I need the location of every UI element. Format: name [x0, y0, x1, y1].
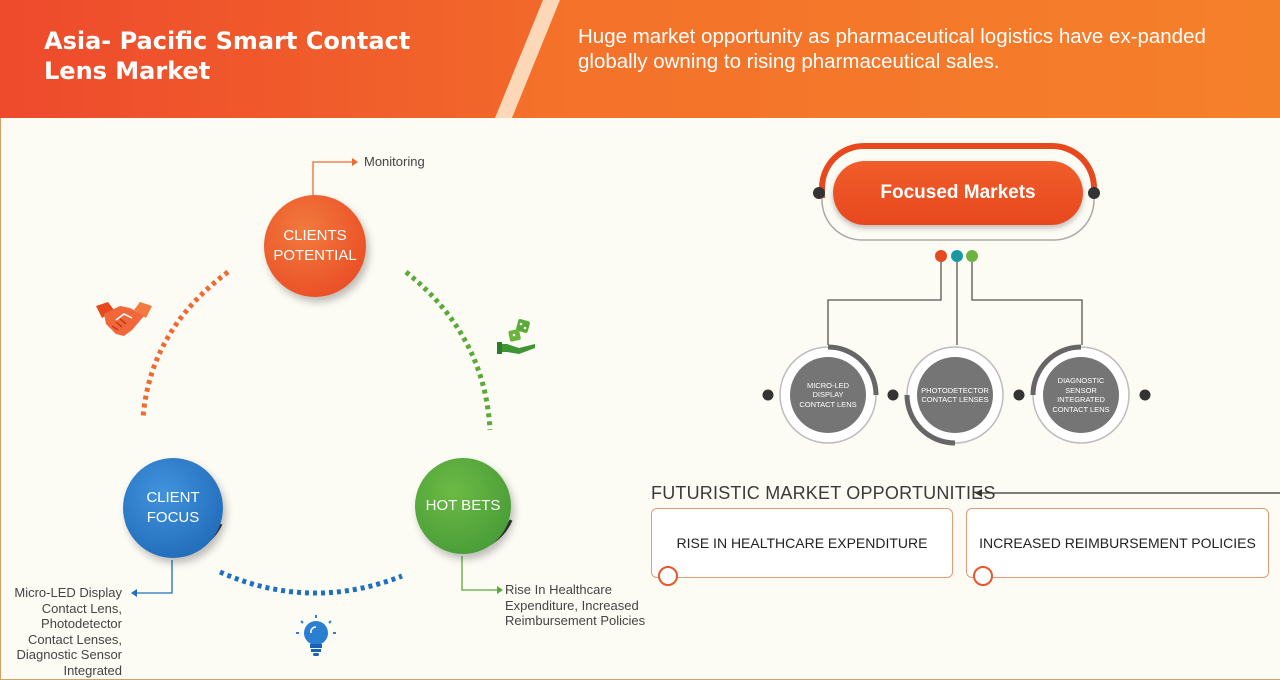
client-focus-note: Micro-LED Display Contact Lens, Photodet…: [14, 585, 122, 678]
banner-diagonal-stripe: [495, 0, 1280, 118]
segment-photodetector: PHOTODETECTOR CONTACT LENSES: [917, 357, 993, 433]
handshake-icon: [96, 302, 152, 336]
client-focus-circle: CLIENT FOCUS: [123, 458, 223, 558]
opportunity-label: RISE IN HEALTHCARE EXPENDITURE: [676, 535, 928, 551]
clients-potential-circle: CLIENTS POTENTIAL: [264, 195, 366, 297]
opportunity-marker: [973, 566, 993, 586]
monitoring-callout: [312, 161, 352, 196]
hot-bets-circle: HOT BETS: [415, 458, 511, 554]
hot-bets-callout: [461, 556, 497, 591]
header-banner: Asia- Pacific Smart Contact Lens Market …: [0, 0, 1280, 118]
hot-bets-note: Rise In Healthcare Expenditure, Increase…: [505, 582, 646, 628]
page-title: Asia- Pacific Smart Contact Lens Market: [44, 27, 411, 85]
green-dotted-arc: [404, 270, 493, 431]
focused-markets-pill: Focused Markets: [833, 161, 1083, 225]
blue-dotted-arc: [218, 569, 403, 596]
segment-micro-led: MICRO-LED DISPLAY CONTACT LENS: [790, 357, 866, 433]
header-tagline: Huge market opportunity as pharmaceutica…: [578, 25, 1206, 73]
orange-dotted-arc: [140, 269, 230, 419]
dice-hand-icon: [497, 319, 535, 354]
client-focus-callout: [137, 560, 173, 594]
opportunities-title: FUTURISTIC MARKET OPPORTUNITIES: [651, 483, 996, 503]
opportunity-label: INCREASED REIMBURSEMENT POLICIES: [979, 535, 1256, 551]
opportunity-marker: [658, 566, 678, 586]
clients-potential-note: Monitoring: [364, 154, 425, 169]
opportunity-box: RISE IN HEALTHCARE EXPENDITURE: [651, 508, 953, 586]
segment-diagnostic-sensor: DIAGNOSTIC SENSOR INTEGRATED CONTACT LEN…: [1043, 357, 1119, 433]
opportunity-box: INCREASED REIMBURSEMENT POLICIES: [966, 508, 1269, 586]
lightbulb-icon: [296, 615, 336, 656]
